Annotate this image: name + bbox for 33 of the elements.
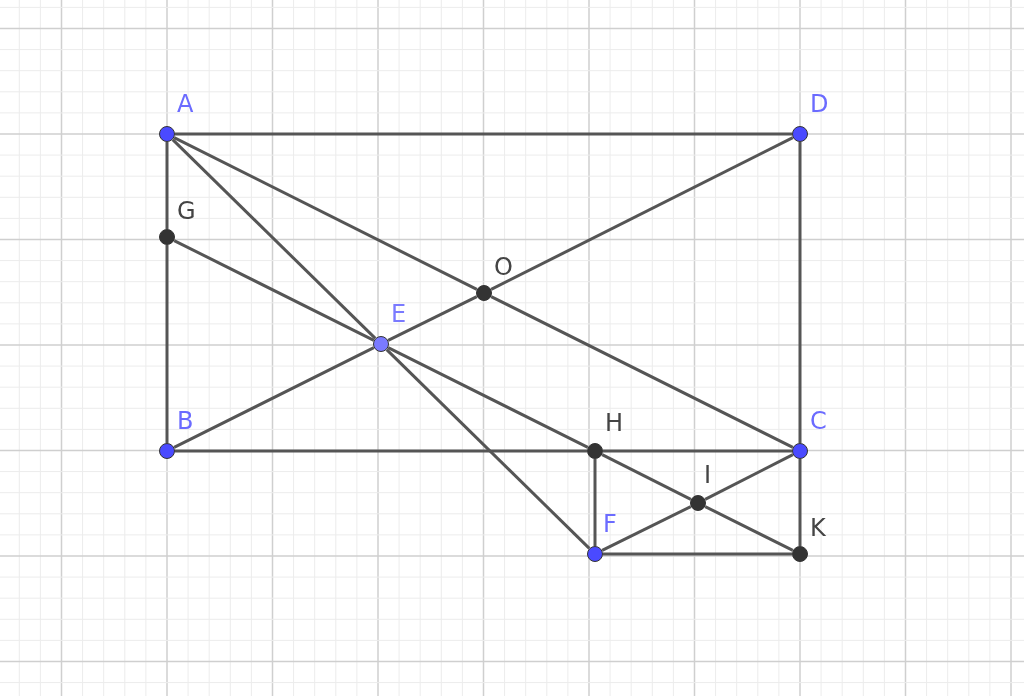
line-segment	[601, 453, 692, 501]
line-segment	[173, 136, 478, 291]
line-segment	[165, 142, 169, 229]
line-segment	[798, 142, 802, 443]
line-segment	[704, 505, 794, 552]
line-segment	[175, 449, 587, 453]
line-segment	[387, 295, 478, 342]
line-segment	[490, 295, 794, 449]
line-segment	[175, 132, 792, 136]
point-label: H	[605, 409, 624, 437]
line-segment	[603, 552, 792, 556]
point-label: O	[494, 253, 513, 281]
point-label: I	[704, 461, 712, 489]
point-label: D	[810, 90, 829, 118]
line-segment	[593, 459, 597, 546]
line-segment	[798, 459, 802, 546]
point-label: B	[177, 407, 194, 435]
line-segment	[704, 453, 794, 501]
line-segment	[385, 348, 591, 550]
point-label: G	[177, 197, 196, 225]
point-label: C	[810, 407, 827, 435]
point-label: E	[391, 300, 407, 328]
line-segment	[165, 245, 169, 443]
line-segment	[601, 505, 692, 552]
line-segment	[171, 138, 377, 340]
point-label: K	[810, 514, 826, 542]
line-segment	[490, 136, 794, 291]
line-segment	[387, 346, 589, 449]
line-segment	[173, 239, 375, 342]
line-segment	[173, 346, 375, 449]
line-segment	[603, 449, 792, 453]
point-label: A	[177, 90, 194, 118]
point-label: F	[603, 510, 617, 538]
